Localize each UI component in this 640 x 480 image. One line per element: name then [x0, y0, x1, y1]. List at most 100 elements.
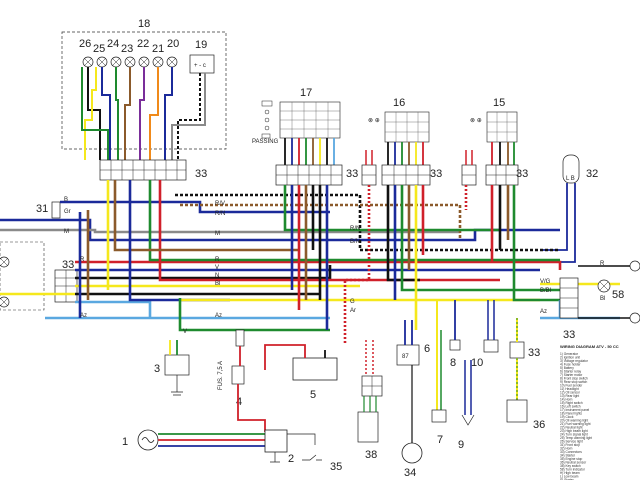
svg-text:⊗ ⊕: ⊗ ⊕: [470, 118, 482, 124]
svg-text:M: M: [64, 229, 69, 235]
label-33-15: 33: [516, 168, 528, 180]
legend-item: 20) Oil warning light: [560, 419, 588, 423]
legend-item: 7) Starter motor: [560, 373, 583, 377]
legend-item: 16) Left switch: [560, 405, 581, 409]
label-5: 5: [310, 389, 316, 401]
label-15: 15: [493, 97, 505, 109]
label-19: 19: [195, 39, 207, 51]
legend-item: 3) Voltage regulator: [560, 359, 589, 363]
legend-item: 17) Instrument panel: [560, 408, 590, 412]
svg-text:N: N: [215, 273, 219, 279]
gauge-label-25: 25: [93, 43, 105, 55]
legend-item: 8) Front stop switch: [560, 377, 588, 381]
connector-small-16: [361, 150, 377, 186]
engine-stop-35: 35: [302, 454, 342, 473]
gauge-label-26: 26: [79, 38, 91, 50]
generator-1: 1: [122, 429, 265, 451]
gauge-label-20: 20: [167, 38, 179, 50]
label-3: 3: [154, 363, 160, 375]
legend-item: 22) Neutral light: [560, 426, 583, 430]
svg-text:Az: Az: [540, 309, 547, 315]
legend-item: 33) Connectors: [560, 450, 582, 454]
label-33-17: 33: [346, 168, 358, 180]
svg-text:+ - c: + - c: [194, 63, 206, 69]
svg-text:M: M: [215, 231, 220, 237]
legend-item: 14) Horn: [560, 398, 573, 402]
label-35: 35: [330, 461, 342, 473]
legend-item: 4) Fuse holder: [560, 363, 581, 367]
wires-15: [491, 142, 515, 165]
legend-item: 2) Ignition unit: [560, 356, 580, 360]
label-7: 7: [437, 434, 443, 446]
label-32: 32: [586, 168, 598, 180]
label-16: 16: [393, 97, 405, 109]
label-18: 18: [138, 18, 150, 30]
label-33-panel: 33: [195, 168, 207, 180]
label-4: 4: [236, 396, 242, 408]
legend-item: 38) Key switch: [560, 464, 581, 468]
svg-text:⊗ ⊕: ⊗ ⊕: [368, 118, 380, 124]
label-8: 8: [450, 357, 456, 369]
legend-item: 19) Clock: [560, 415, 574, 419]
gauge-label-24: 24: [107, 38, 119, 50]
front-stop-switch-8: 8: [449, 300, 461, 369]
svg-text:V/G: V/G: [540, 279, 551, 285]
legend-item: 5) Battery: [560, 366, 574, 370]
svg-text:Ar: Ar: [350, 308, 356, 314]
left-switch-16: 16 ⊗ ⊕: [368, 97, 430, 143]
label-33-16: 33: [430, 168, 442, 180]
legend-item: 32) Horn: [560, 447, 573, 451]
headlight-11: [0, 241, 45, 311]
legend-item: 6) Starter relay: [560, 370, 581, 374]
wires-17: [284, 138, 335, 165]
connector-33-15: 33: [485, 164, 528, 186]
label-9: 9: [458, 439, 464, 451]
legend-item: 15) Right switch: [560, 401, 583, 405]
fuse-label: FUS. 7,5 A: [218, 361, 224, 390]
legend-item: 35) Engine stop: [560, 457, 583, 461]
legend-item: 58) Turn indicator: [560, 468, 586, 472]
wire-codes: R/V R/N M Gr B M R R V N Bl G Ar Az Az R…: [64, 197, 605, 335]
legend-item: 25) Temp warning light: [560, 436, 592, 440]
stop-switch-7: 7: [431, 300, 447, 446]
label-33-bottom-right: 33: [528, 347, 540, 359]
clock-19: [189, 54, 215, 74]
legend-item: 10) Fuel sender: [560, 384, 583, 388]
gauge-label-22: 22: [137, 38, 149, 50]
legend-item: 1) Generator: [560, 352, 579, 356]
connector-33-panel: 33: [99, 159, 207, 181]
label-33-left: 33: [62, 259, 74, 271]
svg-text:Bl: Bl: [600, 296, 605, 302]
connector-33-right: 33: [559, 277, 579, 341]
svg-text:Bl: Bl: [215, 281, 220, 287]
legend-item: 12) Oil sensor: [560, 391, 581, 395]
label-17: 17: [300, 87, 312, 99]
svg-text:Az: Az: [80, 313, 87, 319]
legend-item: 24) Turn signal light: [560, 433, 588, 437]
svg-text:R: R: [215, 257, 220, 263]
svg-text:V: V: [183, 329, 187, 335]
label-10: 10: [471, 357, 483, 369]
instrument-panel-17: 17 PASSING: [252, 87, 341, 145]
legend-item: 36) Neutral sensor: [560, 461, 587, 465]
fuse-4: FUS. 7,5 A 4: [218, 329, 266, 432]
legend-item: L) Low beam: [560, 475, 579, 479]
ignition-unit-2: 2: [264, 429, 316, 465]
label-36: 36: [533, 419, 545, 431]
legend-item: 11) Headlight: [560, 387, 579, 391]
legend-item: 31) Front stop: [560, 443, 580, 447]
rear-stop-switch-9: 9: [458, 360, 475, 451]
svg-text:87: 87: [402, 354, 409, 360]
fuel-sender-10: 10: [471, 300, 499, 369]
legend-item: 34) Starter: [560, 454, 576, 458]
svg-text:R/V: R/V: [215, 201, 225, 207]
connector-33-17: 33: [275, 164, 358, 186]
front-stop-31: 31: [36, 201, 61, 219]
legend-item: 23) High beam light: [560, 429, 588, 433]
label-6: 6: [424, 343, 430, 355]
regulator-3: 3: [154, 340, 190, 396]
gauge-label-23: 23: [121, 43, 133, 55]
label-1: 1: [122, 436, 128, 448]
svg-text:Az: Az: [215, 313, 222, 319]
